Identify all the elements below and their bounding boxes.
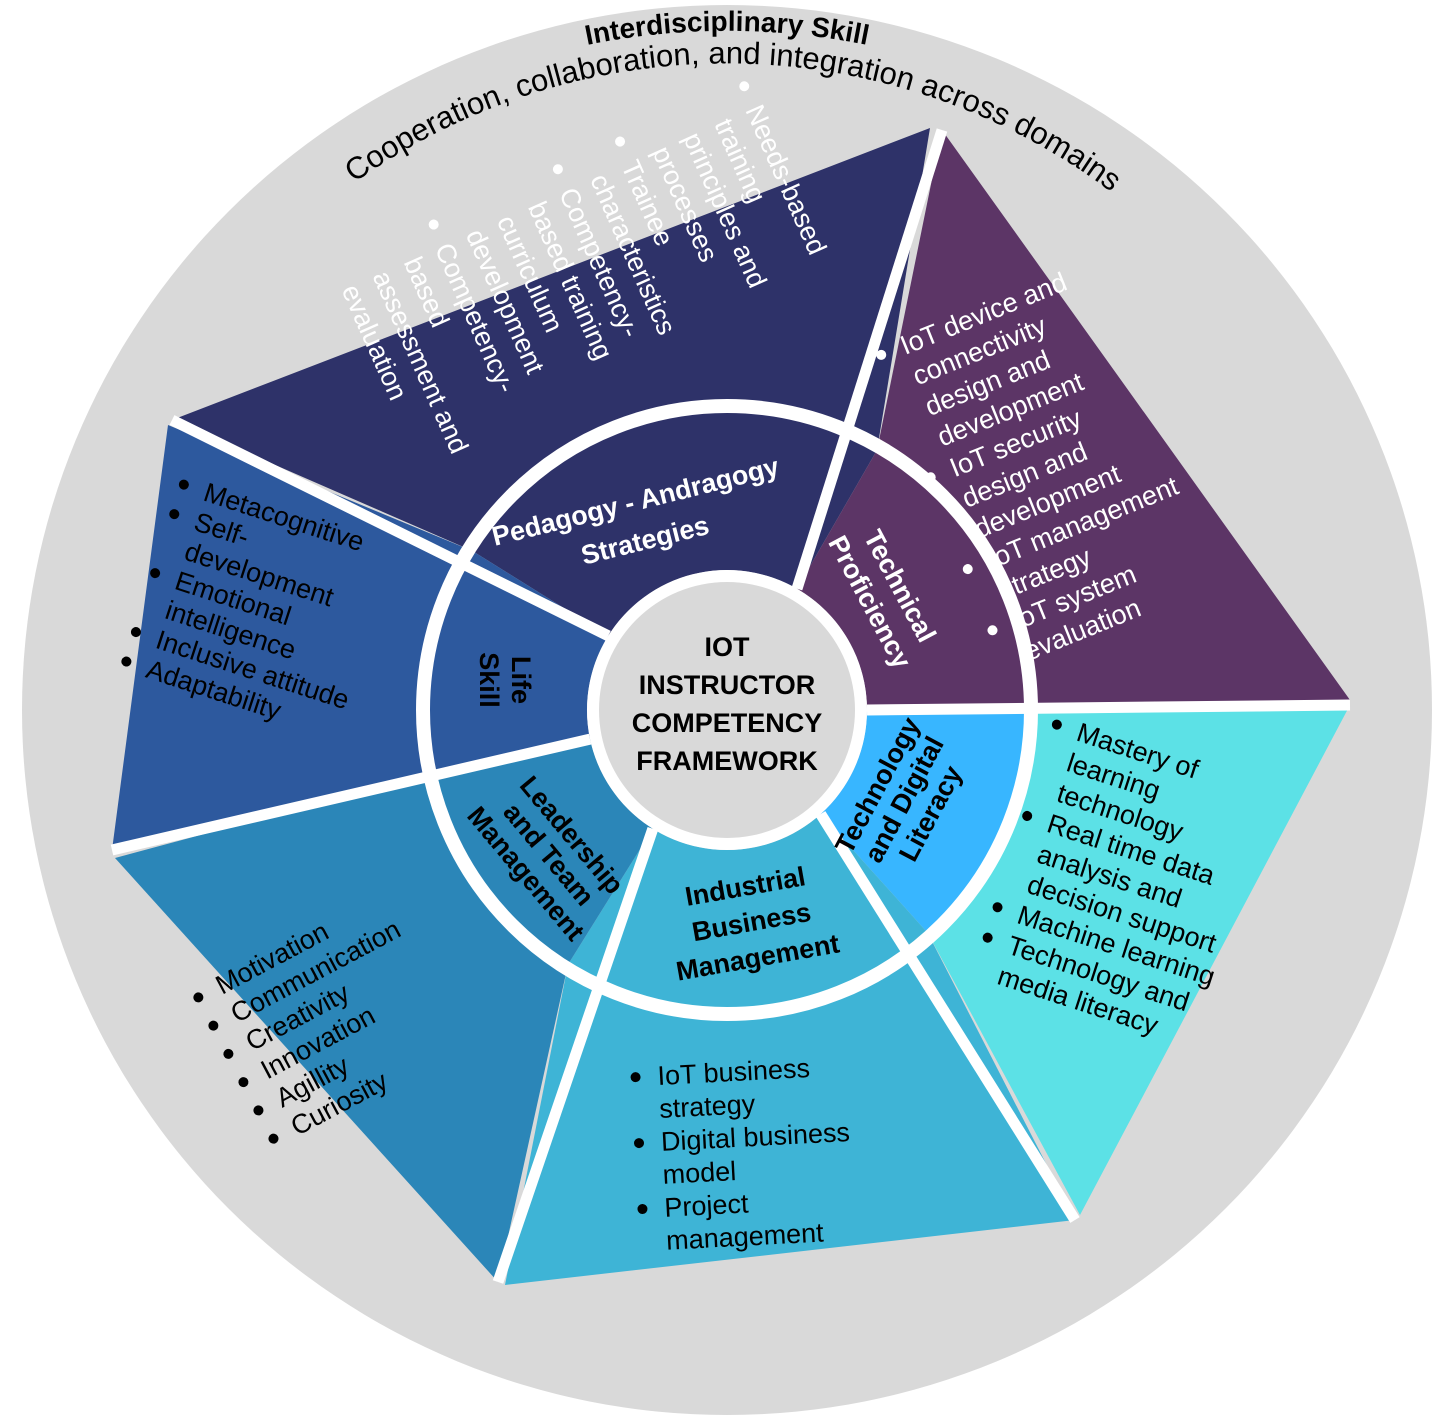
center-line-4: FRAMEWORK bbox=[636, 746, 818, 776]
sector-leadership bbox=[115, 772, 569, 1282]
bullet-dot bbox=[630, 1072, 641, 1083]
bullet-dot bbox=[169, 509, 180, 520]
bullet-dot bbox=[634, 1138, 645, 1149]
label-life: Life Skill bbox=[474, 652, 536, 708]
bullet-dot bbox=[552, 164, 563, 175]
bullet-dot bbox=[987, 625, 998, 636]
sector-pedagogy bbox=[172, 128, 930, 552]
inner-sector-pedagogy bbox=[474, 412, 876, 636]
divider-line bbox=[169, 415, 611, 641]
bullet-dot bbox=[121, 656, 132, 667]
bullet-dot bbox=[150, 568, 161, 579]
inner-separator-ring bbox=[416, 399, 1038, 1021]
bullet-dot bbox=[223, 1048, 234, 1059]
inner-sector-leadership bbox=[435, 739, 653, 963]
bullet-dot bbox=[178, 479, 189, 490]
bullet-dot bbox=[876, 349, 887, 360]
center-line-2: INSTRUCTOR bbox=[639, 670, 816, 700]
label-life-line-2: Skill bbox=[474, 652, 504, 708]
divider-line bbox=[816, 811, 1080, 1223]
divider-line bbox=[866, 699, 1351, 716]
center-line-3: COMPETENCY bbox=[632, 708, 823, 738]
bullet-dot bbox=[992, 902, 1003, 913]
bullet-dot bbox=[637, 1203, 648, 1214]
inner-sector-industrial bbox=[569, 814, 927, 1008]
bullet-dot bbox=[238, 1077, 249, 1088]
bullet-dot bbox=[962, 564, 973, 575]
inner-sector-life bbox=[429, 552, 609, 772]
bullet-dot bbox=[208, 1020, 219, 1031]
sector-technology bbox=[927, 705, 1350, 1215]
inner-sector-technical bbox=[797, 451, 1025, 710]
bullet-dot bbox=[1022, 810, 1033, 821]
label-life-line-1: Life bbox=[506, 656, 536, 704]
divider-line bbox=[110, 733, 592, 856]
bullet-dot bbox=[253, 1105, 264, 1116]
bullet-dot bbox=[982, 932, 993, 943]
bullet-item-line: model bbox=[662, 1156, 737, 1190]
sector-industrial bbox=[505, 932, 1075, 1285]
bullet-dot bbox=[739, 81, 750, 92]
bullet-dot bbox=[268, 1133, 279, 1144]
center-line-1: IOT bbox=[705, 632, 751, 662]
bullet-item-line: Project bbox=[664, 1188, 750, 1222]
bullet-dot bbox=[193, 992, 204, 1003]
divider-line bbox=[492, 826, 659, 1284]
bullet-dot bbox=[428, 219, 439, 230]
bullet-dot bbox=[130, 627, 141, 638]
bullet-dot bbox=[615, 136, 626, 147]
bullet-item-line: strategy bbox=[658, 1089, 756, 1124]
bullet-dot bbox=[1051, 719, 1062, 730]
divider-line bbox=[791, 128, 948, 591]
bullet-dot bbox=[925, 472, 936, 483]
sector-dividers bbox=[110, 128, 1351, 1284]
center-disc-inner bbox=[599, 582, 855, 838]
outer-sectors bbox=[112, 128, 1350, 1285]
center-title: IOT INSTRUCTOR COMPETENCY FRAMEWORK bbox=[632, 632, 823, 776]
sector-life bbox=[112, 425, 473, 850]
